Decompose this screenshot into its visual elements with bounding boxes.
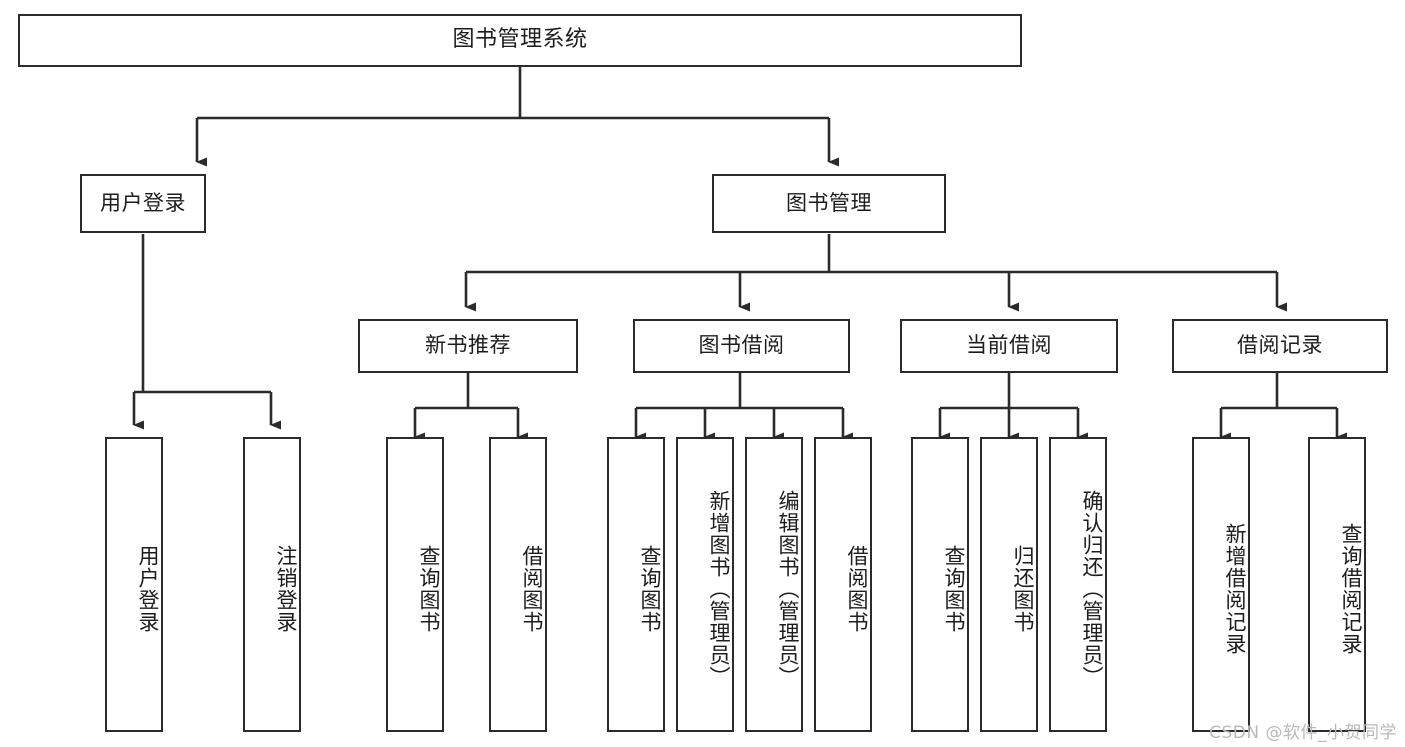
node-label: 新书推荐 (425, 333, 511, 358)
node-new-book-recommend[interactable]: 新书推荐 (358, 319, 578, 373)
node-label: 编辑图书（管理员） (776, 489, 800, 688)
node-label: 当前借阅 (966, 333, 1052, 358)
node-book-borrow[interactable]: 图书借阅 (633, 319, 850, 373)
node-label: 查询图书 (942, 544, 966, 633)
leaf-query-borrow-record[interactable]: 查询借阅记录 (1308, 437, 1366, 732)
node-label: 借阅图书 (520, 544, 544, 633)
leaf-query-book-current[interactable]: 查询图书 (911, 437, 969, 732)
node-user-login[interactable]: 用户登录 (80, 174, 206, 233)
leaf-add-borrow-record[interactable]: 新增借阅记录 (1192, 437, 1250, 732)
node-label: 图书管理 (786, 190, 872, 215)
node-root-book-management-system[interactable]: 图书管理系统 (18, 14, 1022, 67)
node-label: 确认归还（管理员） (1080, 489, 1104, 688)
node-label: 图书管理系统 (452, 27, 588, 53)
leaf-edit-book-admin[interactable]: 编辑图书（管理员） (745, 437, 803, 732)
leaf-logout[interactable]: 注销登录 (243, 437, 301, 732)
csdn-watermark: CSDN @软件_小贺同学 (1209, 723, 1397, 743)
node-book-management[interactable]: 图书管理 (712, 174, 946, 233)
node-current-borrow[interactable]: 当前借阅 (900, 319, 1118, 373)
node-label: 注销登录 (274, 544, 298, 633)
node-label: 图书借阅 (698, 333, 785, 358)
leaf-query-book-new[interactable]: 查询图书 (386, 437, 444, 732)
node-label: 查询图书 (638, 544, 662, 633)
leaf-return-book[interactable]: 归还图书 (980, 437, 1038, 732)
node-label: 新增借阅记录 (1223, 522, 1247, 655)
leaf-borrow-book[interactable]: 借阅图书 (814, 437, 872, 732)
node-label: 查询借阅记录 (1339, 522, 1363, 655)
node-label: 新增图书（管理员） (707, 489, 731, 688)
node-label: 借阅记录 (1237, 333, 1323, 358)
node-label: 用户登录 (136, 544, 160, 633)
node-label: 归还图书 (1011, 544, 1035, 633)
node-label: 借阅图书 (845, 544, 869, 633)
node-borrow-record[interactable]: 借阅记录 (1172, 319, 1388, 373)
leaf-borrow-book-new[interactable]: 借阅图书 (489, 437, 547, 732)
leaf-query-book-borrow[interactable]: 查询图书 (607, 437, 665, 732)
node-label: 查询图书 (417, 544, 441, 633)
leaf-add-book-admin[interactable]: 新增图书（管理员） (676, 437, 734, 732)
leaf-user-login[interactable]: 用户登录 (105, 437, 163, 732)
node-label: 用户登录 (100, 190, 186, 215)
leaf-confirm-return-admin[interactable]: 确认归还（管理员） (1049, 437, 1107, 732)
